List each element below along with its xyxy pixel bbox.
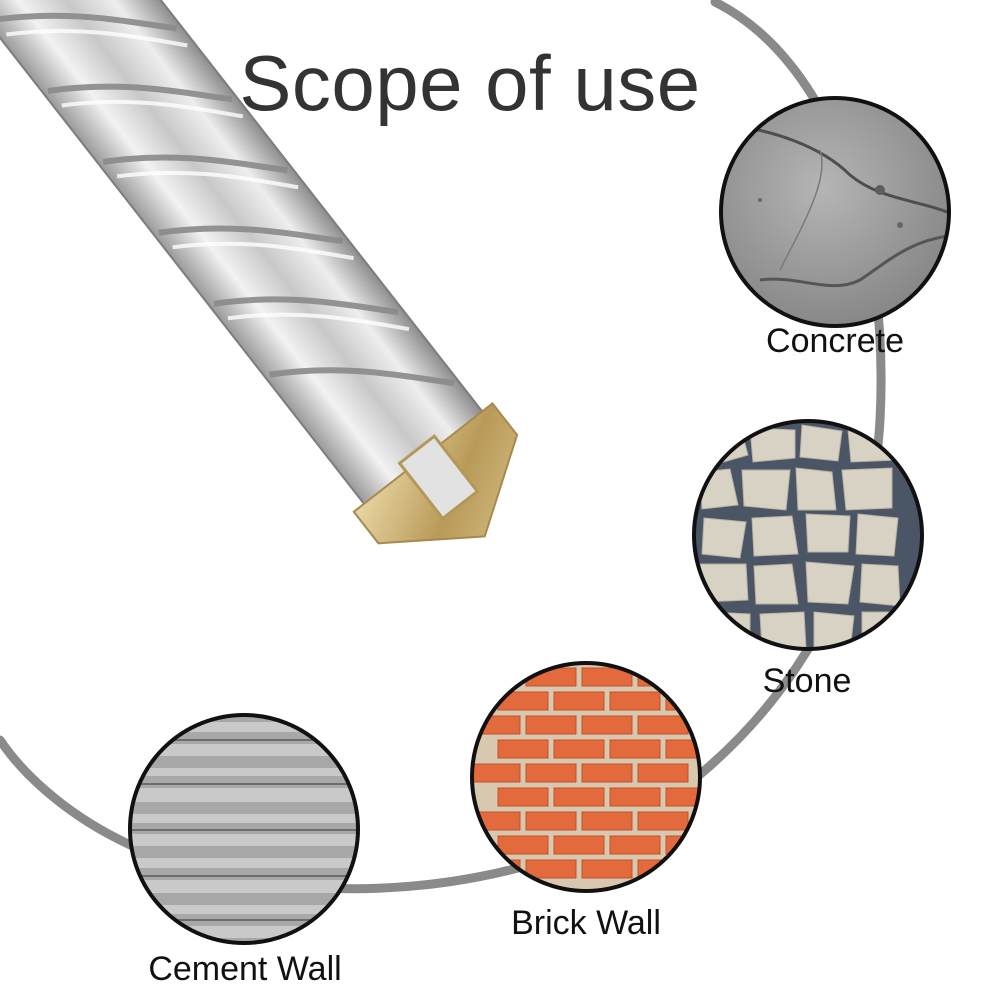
concrete-texture-icon bbox=[719, 96, 951, 328]
brick-wall-texture-icon bbox=[470, 661, 702, 893]
stone-wall-texture-icon bbox=[692, 419, 924, 651]
material-label-brick-wall: Brick Wall bbox=[511, 904, 661, 942]
material-label-concrete: Concrete bbox=[766, 322, 904, 360]
page-title: Scope of use bbox=[239, 39, 701, 127]
material-label-cement-wall: Cement Wall bbox=[148, 950, 342, 988]
material-label-stone: Stone bbox=[762, 662, 852, 700]
cement-wall-texture-icon bbox=[128, 713, 360, 945]
drill-bit-icon bbox=[0, 0, 519, 545]
